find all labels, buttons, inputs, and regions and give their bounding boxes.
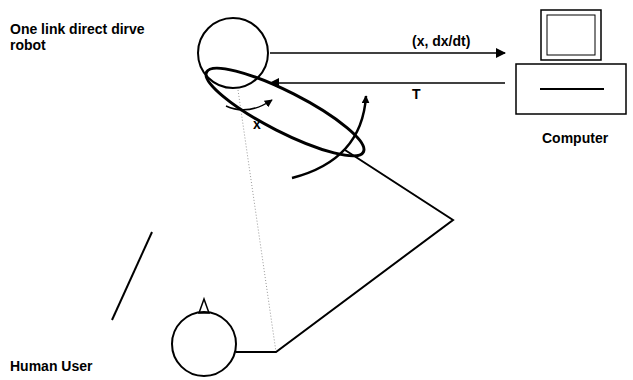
node-label: Computer [542, 130, 626, 146]
rotation-arrow [292, 96, 366, 178]
computer-base [516, 64, 626, 114]
user-head [172, 312, 236, 376]
drive-slot [540, 88, 604, 90]
node-label: One link direct dirve robot [10, 21, 150, 53]
signal-arrow [270, 82, 505, 84]
angle-arc [226, 100, 272, 110]
node-label: Human User [10, 358, 120, 374]
robot-node: One link direct dirve robot [8, 15, 270, 90]
user-node: Human User [8, 300, 240, 378]
monitor-screen [547, 15, 595, 55]
monitor [541, 10, 601, 60]
signal-label: (x, dx/dt) [410, 34, 472, 49]
reference-line [238, 90, 276, 352]
computer-node: Computer [505, 8, 628, 150]
user-body [112, 232, 152, 320]
signal-label: T [410, 87, 423, 102]
angle-label: x [253, 117, 261, 132]
signal-arrow [270, 52, 505, 54]
robot-link [198, 54, 373, 170]
user-nose [199, 299, 209, 313]
user-arm [236, 150, 453, 352]
